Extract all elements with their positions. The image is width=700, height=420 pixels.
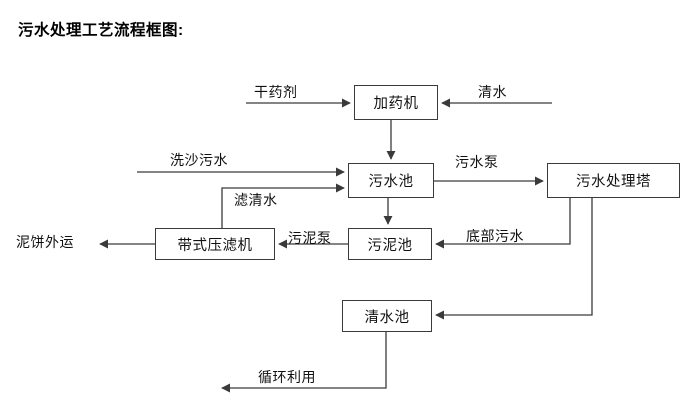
node-sludge-pool[interactable]: 污泥池: [348, 228, 432, 260]
label-sludge-pump: 污泥泵: [288, 230, 332, 246]
label-recycle-reuse: 循环利用: [258, 369, 316, 385]
node-dosing-machine[interactable]: 加药机: [354, 85, 438, 120]
label-bottom-sewage: 底部污水: [466, 228, 524, 244]
edge-treatment-tower-to-clean-water-pool: [435, 198, 593, 320]
node-sewage-treatment-tower[interactable]: 污水处理塔: [547, 163, 680, 198]
edge-clean-water-pool-to-recycle: [221, 332, 387, 393]
label-dry-agent: 干药剂: [254, 84, 298, 100]
edge-treatment-tower-to-sludge-pool: [435, 198, 571, 249]
edge-belt-filter-press-to-sewage-pool: [221, 183, 345, 228]
label-sand-washing-sewage: 洗沙污水: [170, 152, 228, 168]
label-clean-water: 清水: [478, 84, 507, 100]
node-clean-water-pool[interactable]: 清水池: [342, 300, 432, 332]
node-sewage-pool[interactable]: 污水池: [348, 163, 434, 198]
label-filtered-clear-water: 滤清水: [234, 192, 278, 208]
page-title: 污水处理工艺流程框图:: [18, 22, 184, 39]
label-mud-cake-transport: 泥饼外运: [16, 234, 74, 250]
node-belt-filter-press[interactable]: 带式压滤机: [155, 228, 275, 260]
label-sewage-pump: 污水泵: [455, 154, 499, 170]
